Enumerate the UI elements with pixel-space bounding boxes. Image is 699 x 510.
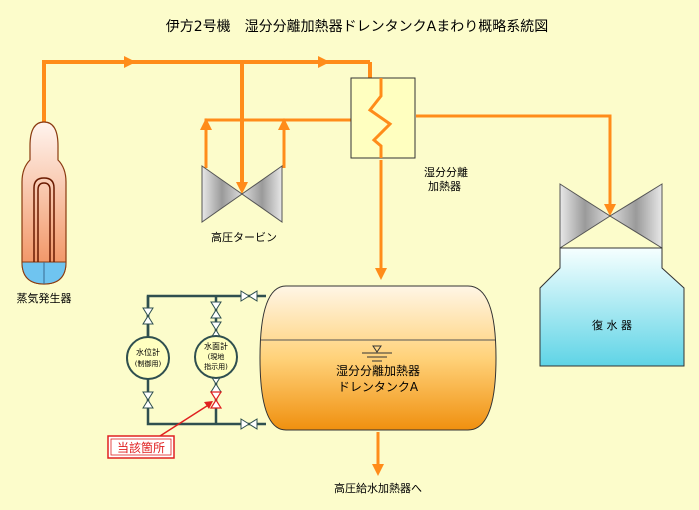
flow-arrow (318, 56, 330, 68)
isolation-valve (240, 290, 258, 302)
condenser (539, 183, 685, 367)
moisture-separator-reheater (350, 77, 416, 159)
isolation-valve (142, 307, 154, 325)
flow-arrow (375, 268, 387, 280)
water-gauge (194, 335, 238, 379)
callout-leader (159, 403, 211, 437)
callout-box-inner (110, 438, 172, 456)
water-gauge-label-line2: (現地 (208, 352, 225, 361)
msr-label-line1: 湿分分離 (424, 165, 468, 179)
steam-generator-label: 蒸気発生器 (17, 291, 72, 305)
flow-arrow (124, 56, 136, 68)
msr-outlet-line (416, 114, 612, 206)
hp-turbine-label: 高圧タービン (211, 230, 277, 244)
flow-arrow (236, 182, 248, 194)
diagram-title: 伊方2号機 湿分分離加熱器ドレンタンクAまわり概略系統図 (166, 18, 548, 35)
drain-tank-label-line2: ドレンタンクA (338, 380, 419, 394)
main-steam-line (42, 60, 372, 186)
level-gauge (126, 336, 170, 380)
isolation-valve (142, 391, 154, 409)
water-gauge-label-line1: 水面計 (204, 341, 228, 351)
turbine-exhaust-line (204, 118, 352, 168)
water-gauge-label-line3: 指示用) (204, 362, 228, 371)
msr-label-line2: 加熱器 (428, 180, 461, 193)
condenser-label: 復 水 器 (592, 319, 632, 332)
level-gauge-label-line1: 水位計 (136, 347, 160, 357)
flow-arrow (200, 118, 212, 130)
flow-arrow (604, 204, 616, 216)
location-callout: 当該箇所 (117, 440, 165, 455)
affected-valve (209, 391, 223, 409)
callout-box (107, 435, 175, 459)
drain-tank-label-line1: 湿分分離加熱器 (336, 363, 420, 378)
hp-turbine (201, 165, 283, 223)
flow-arrow (372, 464, 384, 476)
isolation-valve (210, 301, 222, 319)
msr-drain-tank (259, 285, 497, 431)
level-gauge-label-line2: (制御用) (135, 359, 162, 368)
hp-feedwater-label: 高圧給水加熱器へ (334, 481, 422, 495)
steam-generator (21, 121, 67, 285)
flow-arrow (278, 118, 290, 130)
isolation-valve (240, 418, 258, 430)
callout-arrowhead (204, 401, 213, 409)
